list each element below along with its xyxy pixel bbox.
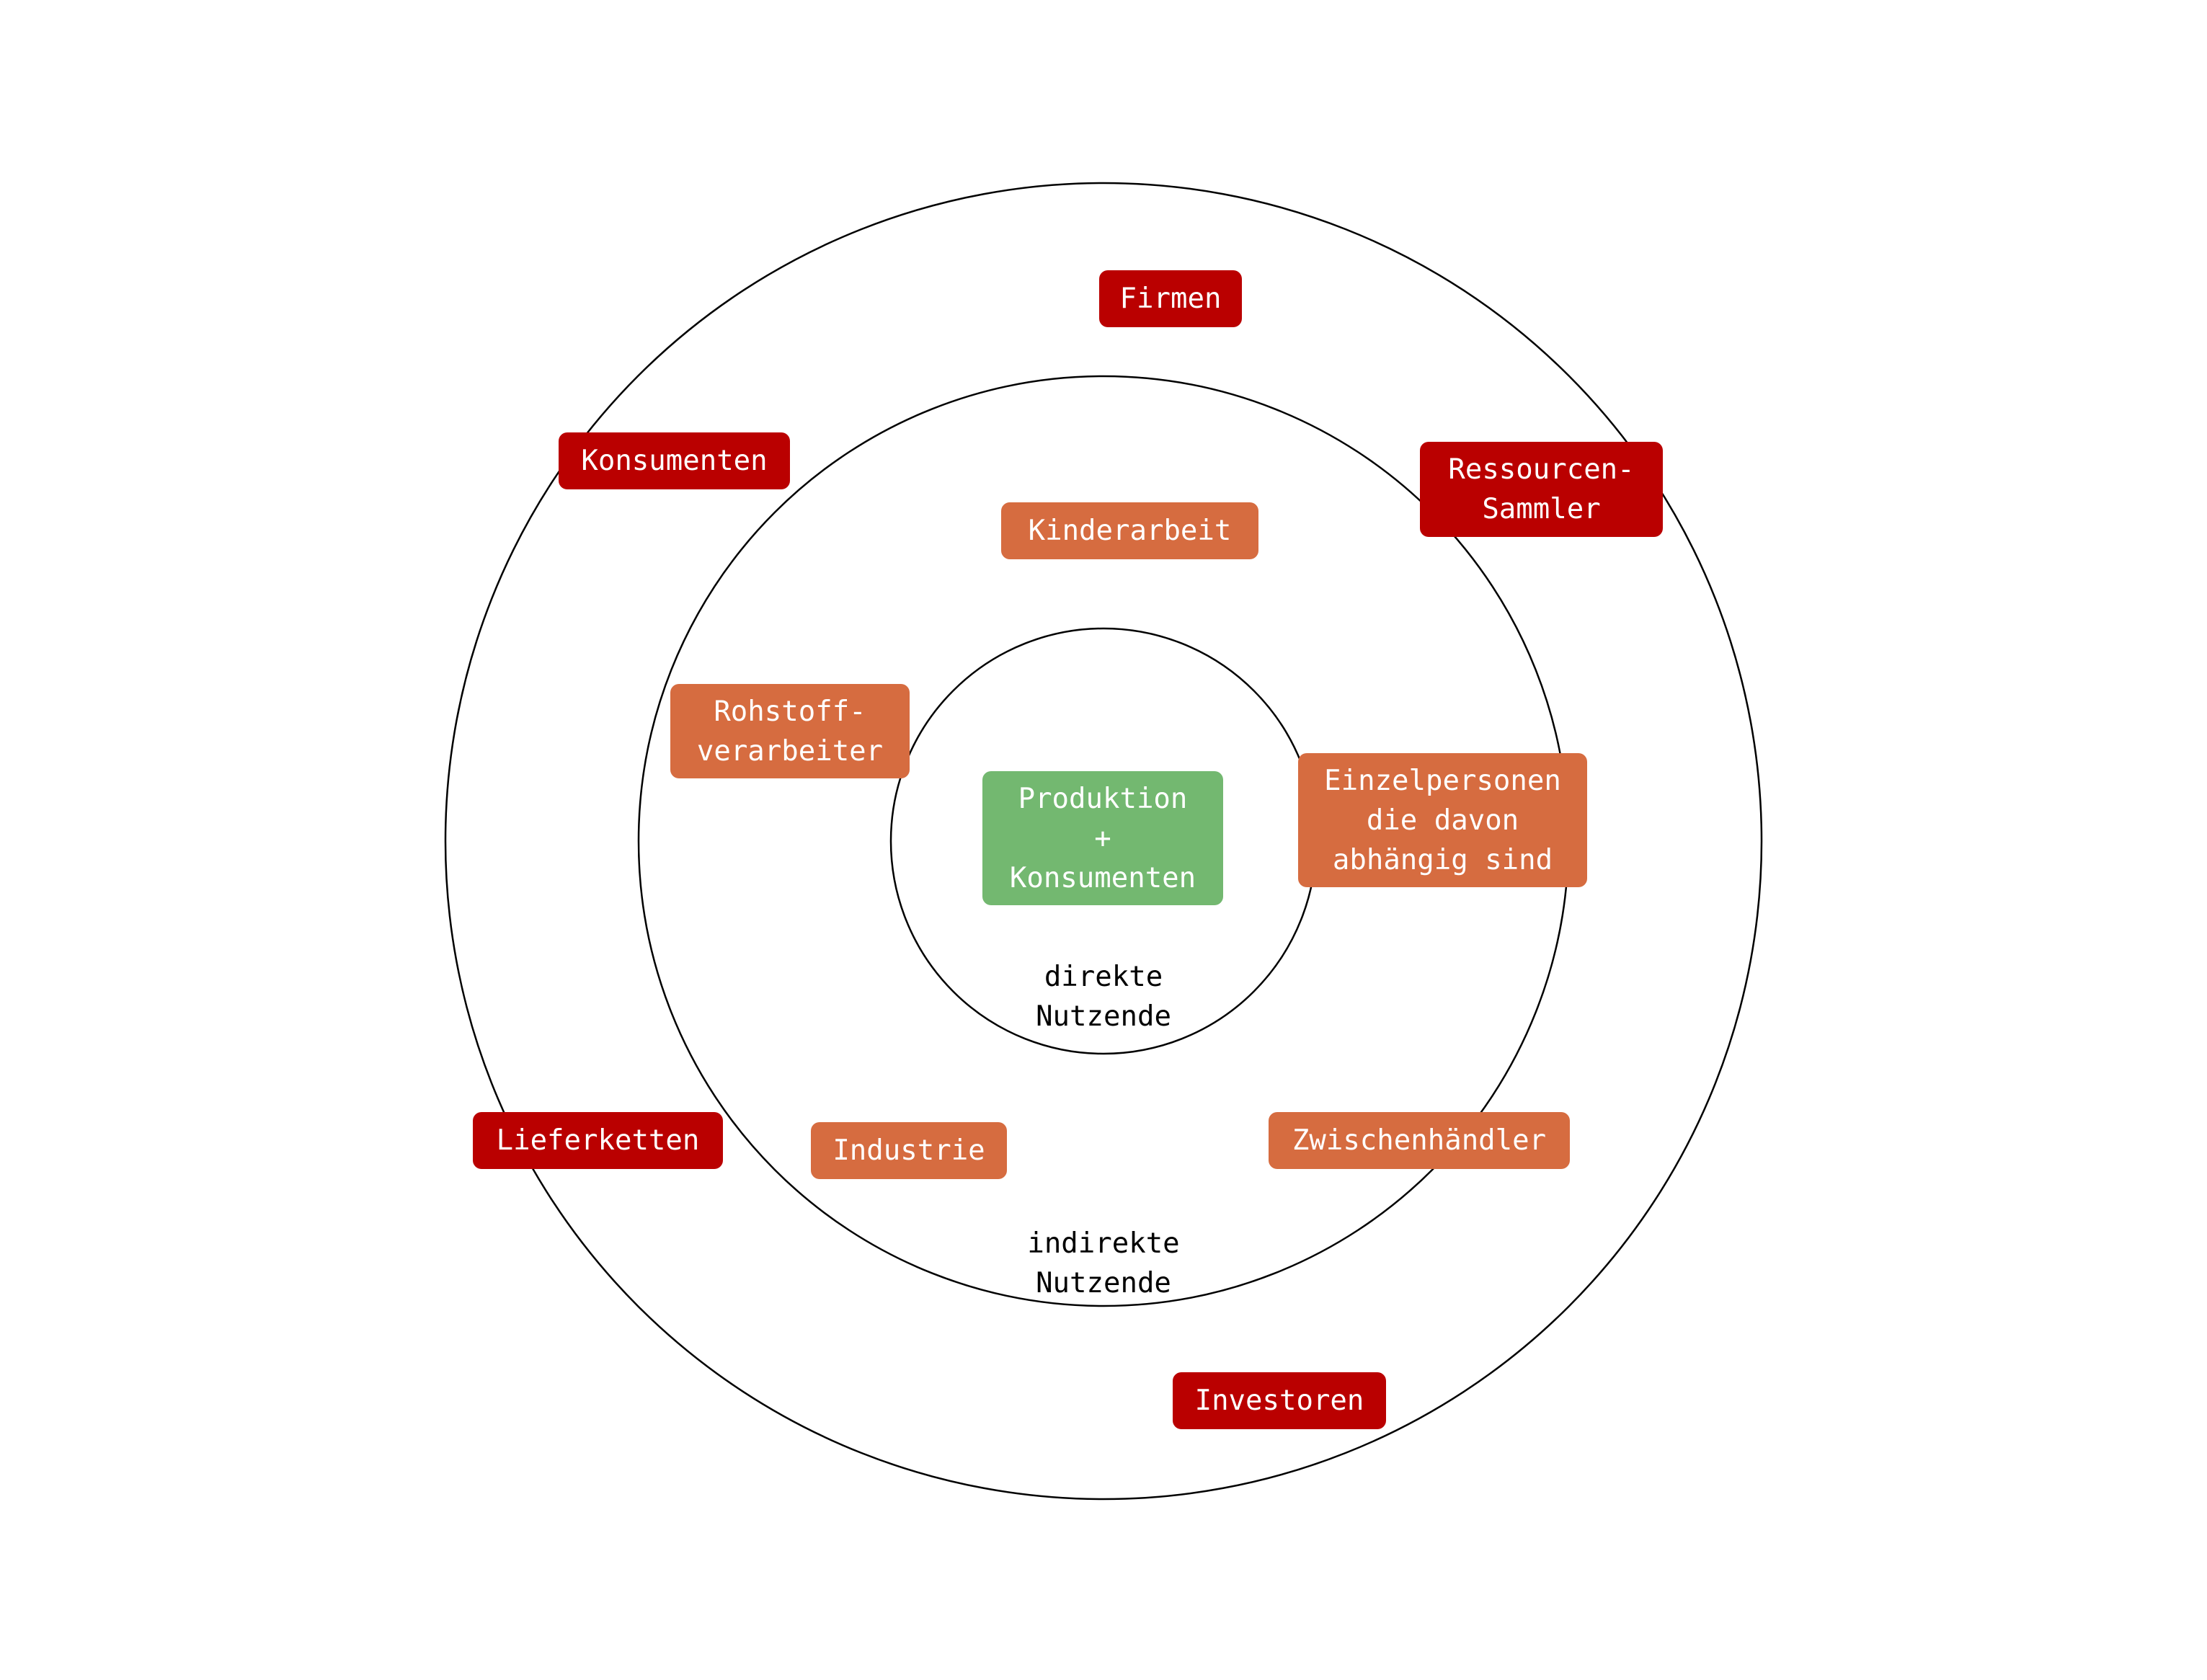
- node-text: Ressourcen-: [1448, 453, 1635, 486]
- node-kinderarbeit: Kinderarbeit: [1001, 502, 1258, 559]
- node-text: Konsumenten: [581, 445, 768, 477]
- node-investoren: Investoren: [1173, 1372, 1386, 1429]
- core-line: Produktion: [1018, 782, 1188, 815]
- node-konsumenten: Konsumenten: [559, 432, 790, 489]
- inner-ring-label: direkte Nutzende: [1036, 957, 1171, 1036]
- node-text: Lieferketten: [496, 1124, 700, 1157]
- node-firmen: Firmen: [1099, 270, 1242, 327]
- outer-ring: [444, 182, 1763, 1501]
- node-text: Einzelpersonen: [1324, 764, 1561, 797]
- node-text: Zwischenhändler: [1292, 1124, 1547, 1157]
- node-text: abhängig sind: [1332, 843, 1553, 876]
- node-einzelpersonen: Einzelpersonen die davon abhängig sind: [1298, 753, 1587, 887]
- node-lieferketten: Lieferketten: [473, 1112, 723, 1169]
- label-line: indirekte: [1027, 1227, 1180, 1260]
- node-text: die davon: [1366, 804, 1519, 837]
- node-zwischenhaendler: Zwischenhändler: [1269, 1112, 1570, 1169]
- node-text: Sammler: [1482, 493, 1601, 525]
- core-node-produktion-konsumenten: Produktion + Konsumenten: [982, 771, 1223, 905]
- node-text: Kinderarbeit: [1028, 515, 1232, 547]
- label-line: Nutzende: [1036, 1267, 1171, 1299]
- node-rohstoffverarbeiter: Rohstoff- verarbeiter: [670, 684, 910, 778]
- middle-ring-label: indirekte Nutzende: [1027, 1224, 1179, 1303]
- node-text: Investoren: [1194, 1385, 1364, 1417]
- node-industrie: Industrie: [811, 1122, 1007, 1179]
- node-text: Firmen: [1119, 283, 1222, 315]
- node-text: Rohstoff-: [714, 695, 866, 728]
- core-line: Konsumenten: [1009, 861, 1196, 894]
- node-text: Industrie: [832, 1134, 985, 1167]
- label-line: Nutzende: [1036, 1000, 1171, 1033]
- label-line: direkte: [1044, 961, 1163, 993]
- node-ressourcen-sammler: Ressourcen- Sammler: [1420, 442, 1663, 537]
- core-line: +: [1094, 822, 1111, 855]
- node-text: verarbeiter: [696, 734, 884, 768]
